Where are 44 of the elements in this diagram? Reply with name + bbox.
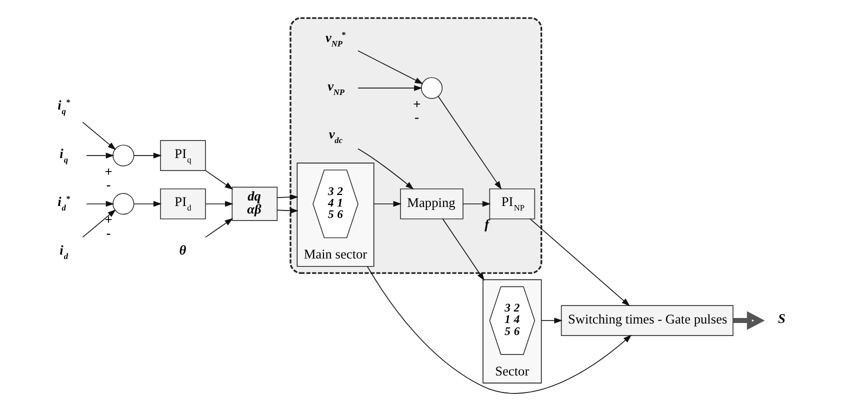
node-label: f xyxy=(484,216,489,232)
arrow xyxy=(357,50,423,84)
arrow xyxy=(732,311,764,330)
arrow xyxy=(133,152,162,158)
arrow xyxy=(540,318,562,324)
node-box: PI$_{NP}$ xyxy=(488,188,535,220)
node-label: + xyxy=(104,212,112,228)
node-box: PI$_{q}$ xyxy=(160,140,206,171)
arrow xyxy=(204,170,233,190)
node-box: PI$_{d}$ xyxy=(160,188,206,220)
node-circle xyxy=(112,144,134,166)
node-text: i$_{q}$ xyxy=(59,146,68,164)
node-label: + xyxy=(412,96,420,112)
node-label: - xyxy=(106,225,110,240)
arrow xyxy=(276,208,298,214)
node-circle xyxy=(112,193,134,215)
arrow xyxy=(462,200,490,207)
node-box: dq αβ xyxy=(231,186,278,221)
node-text: θ xyxy=(178,242,186,258)
arrow xyxy=(357,85,422,91)
arrow xyxy=(204,200,233,207)
node-box: Switching times - Gate pulses xyxy=(560,305,733,336)
node-circle xyxy=(420,77,442,99)
arrow xyxy=(133,200,162,207)
arrow xyxy=(82,122,116,150)
arrow xyxy=(86,152,114,158)
arrow xyxy=(204,218,233,238)
arrow xyxy=(529,218,630,306)
arrow xyxy=(86,200,114,207)
node-label: - xyxy=(106,177,110,192)
arrow xyxy=(82,209,116,238)
node-text: v$_{NP}$ xyxy=(327,78,344,97)
arrow xyxy=(357,148,414,190)
arrow xyxy=(442,218,484,281)
arrow xyxy=(366,266,632,394)
node-text: v$_{dc}$ xyxy=(328,126,342,146)
arrow xyxy=(437,96,502,190)
node-text: S xyxy=(778,310,785,326)
node-box: Mapping xyxy=(400,188,463,220)
arrow xyxy=(372,200,402,207)
node-text: i$_{d}$ xyxy=(59,242,68,262)
arrow xyxy=(276,194,298,200)
node-label: + xyxy=(104,164,112,179)
node-label: - xyxy=(414,110,419,125)
